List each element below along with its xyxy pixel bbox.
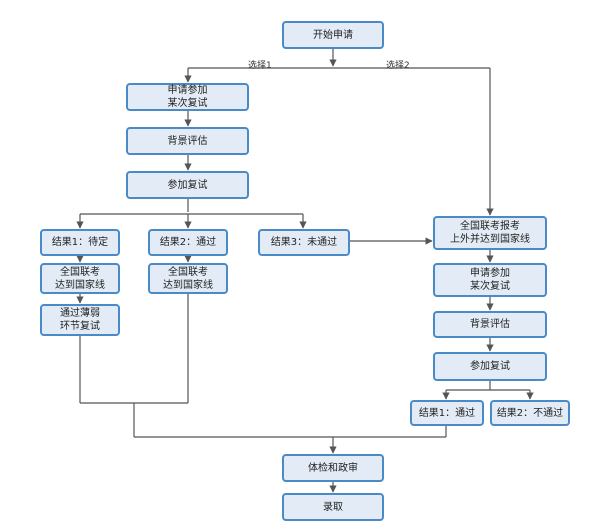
medical-political-review-node: 体检和政审 (282, 454, 384, 482)
right-result2-fail-node: 结果2：不通过 (490, 400, 570, 426)
result1-national-line-node: 全国联考 达到国家线 (40, 263, 120, 294)
background-eval-left-node: 背景评估 (126, 127, 249, 155)
choice1-label: 选择1 (248, 61, 272, 71)
result3-fail-node: 结果3：未通过 (258, 229, 350, 256)
attend-interview-right-node: 参加复试 (433, 352, 547, 381)
background-eval-right-node: 背景评估 (433, 311, 547, 338)
admission-node: 录取 (282, 493, 384, 521)
result1-pending-node: 结果1：待定 (40, 229, 120, 256)
result1-weak-retest-node: 通过薄弱 环节复试 (40, 304, 120, 336)
right-national-line-node: 全国联考报考 上外并达到国家线 (433, 216, 547, 250)
start-node: 开始申请 (282, 21, 384, 49)
apply-interview-right-node: 申请参加 某次复试 (433, 263, 547, 297)
apply-interview-left-node: 申请参加 某次复试 (126, 83, 249, 111)
right-result1-pass-node: 结果1：通过 (410, 400, 484, 426)
result2-pass-node: 结果2：通过 (148, 229, 228, 256)
choice2-label: 选择2 (386, 61, 410, 71)
attend-interview-left-node: 参加复试 (126, 171, 249, 199)
result2-national-line-node: 全国联考 达到国家线 (148, 263, 228, 294)
